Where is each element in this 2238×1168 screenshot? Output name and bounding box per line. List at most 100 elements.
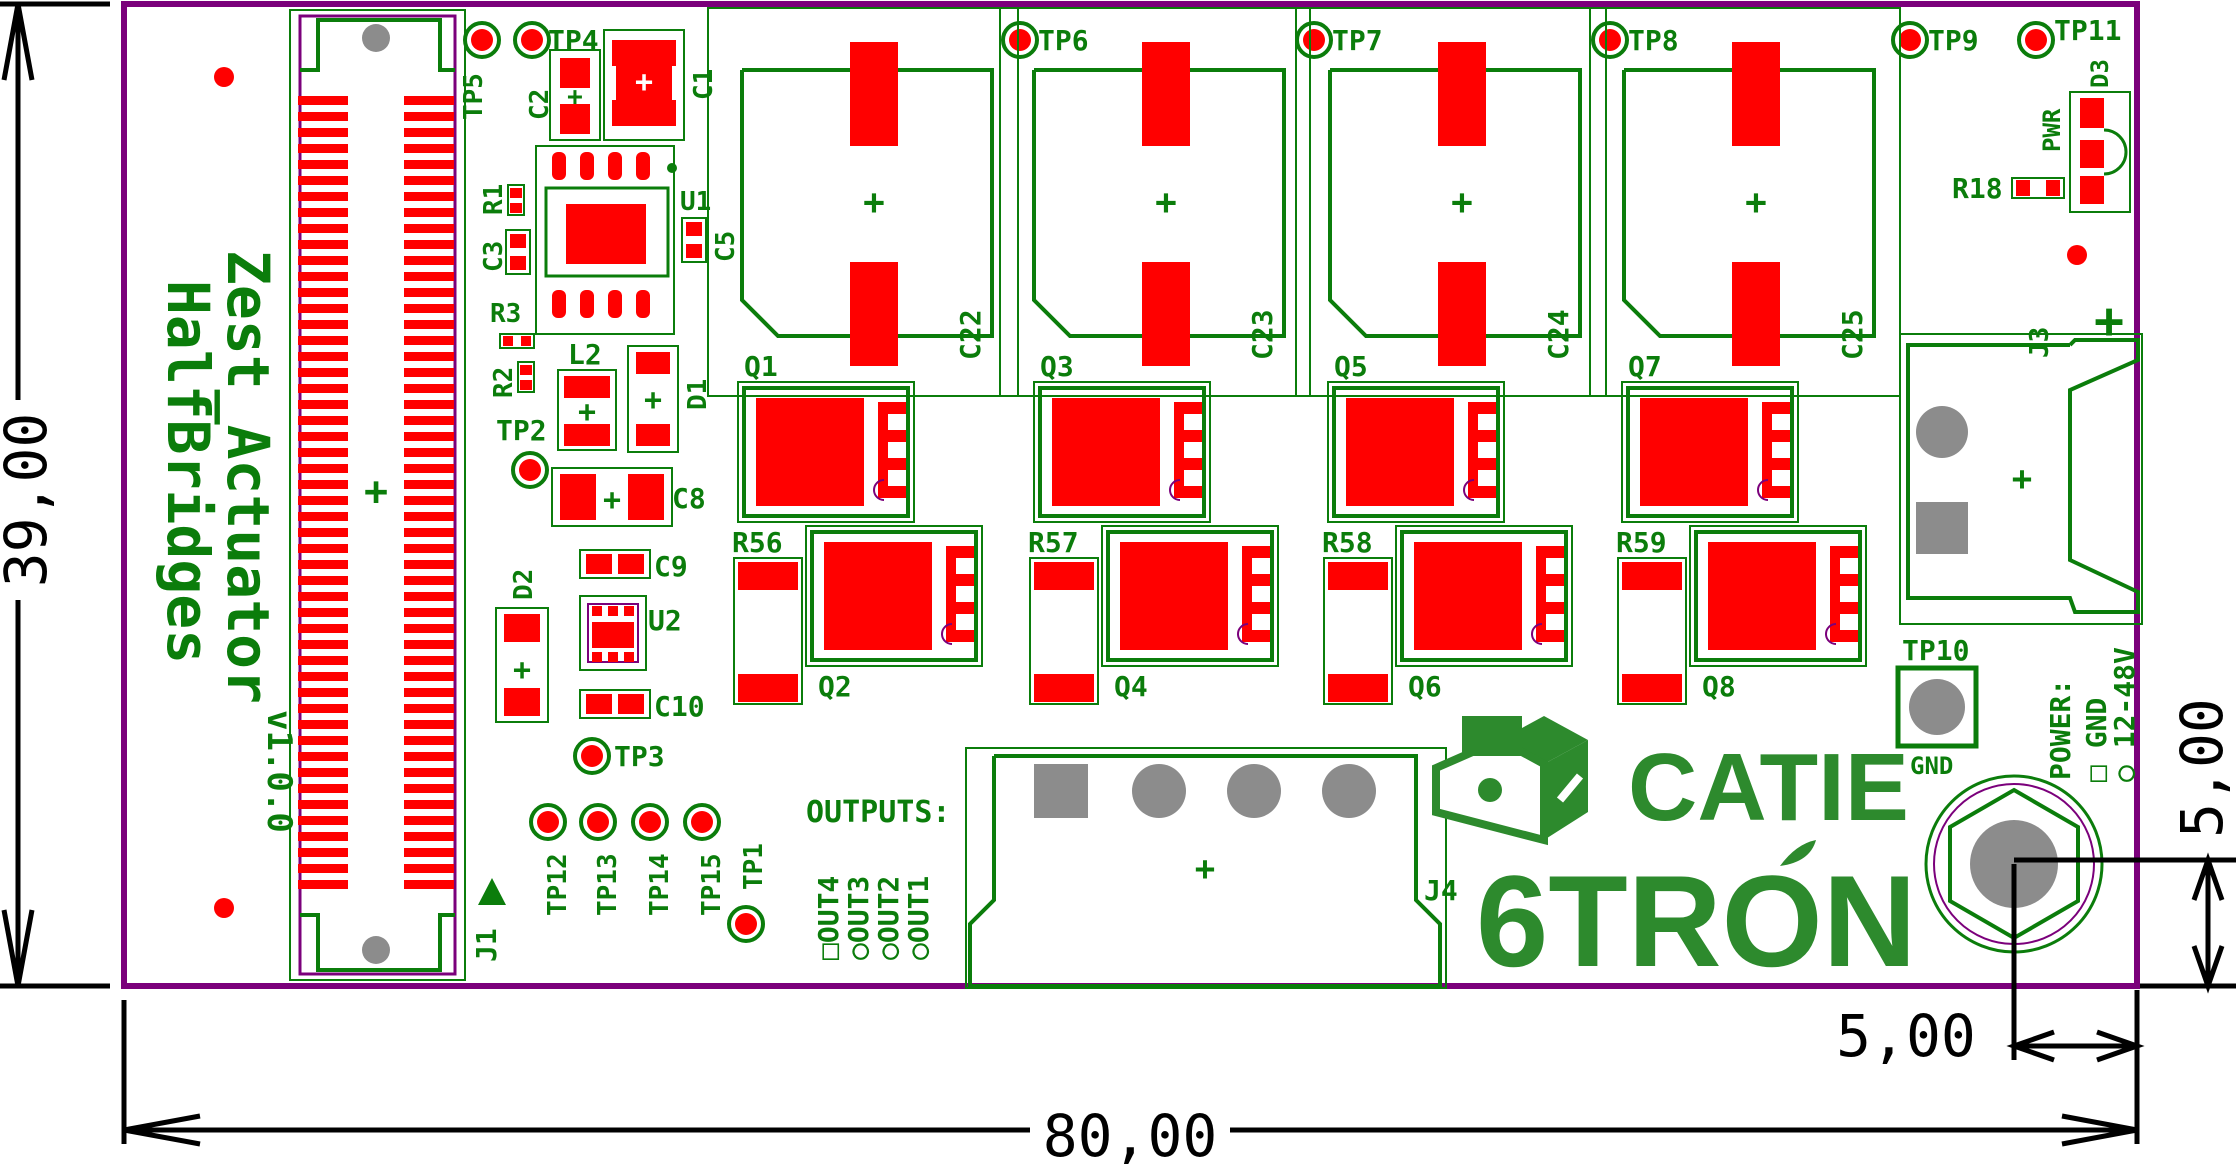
j1-pad xyxy=(404,592,454,601)
ref-q1: Q1 xyxy=(744,350,778,383)
capacitor-c1: + C1 xyxy=(603,29,719,141)
ref-j3: J3 xyxy=(2025,327,2055,358)
j1-pad xyxy=(404,560,454,569)
cap-pad xyxy=(1142,42,1190,146)
mosfet-pin xyxy=(1252,546,1270,558)
j1-pad xyxy=(298,768,348,777)
j1-pad xyxy=(404,704,454,713)
j1-pad xyxy=(298,464,348,473)
testpoint-pad xyxy=(587,811,609,833)
ref-tp10: TP10 xyxy=(1902,634,1969,667)
j1-pad xyxy=(404,144,454,153)
mosfet-pad xyxy=(824,542,932,650)
ref-tp5: TP5 xyxy=(459,73,489,120)
j1-pad xyxy=(298,224,348,233)
mosfet-pin-bar xyxy=(878,402,888,498)
gnd-label: GND xyxy=(1910,752,1953,780)
j1-pad xyxy=(404,96,454,105)
mosfet-pad xyxy=(1414,542,1522,650)
j1-pad xyxy=(404,768,454,777)
j1-pad xyxy=(404,496,454,505)
ref-tp8: TP8 xyxy=(1628,24,1679,57)
power-volt-label: ○ 12-48V xyxy=(2108,647,2141,782)
j1-pad xyxy=(298,176,348,185)
j1-pad xyxy=(404,224,454,233)
j1-pad xyxy=(404,288,454,297)
board-title: Zest_Actuator xyxy=(214,250,282,704)
j1-pad xyxy=(404,624,454,633)
logo-cube-icon xyxy=(1432,716,1588,846)
resistor-r2: R2 xyxy=(489,361,535,398)
testpoint-pad xyxy=(521,29,543,51)
j3-pin-square xyxy=(1916,502,1968,554)
ref-tp1: TP1 xyxy=(739,843,769,890)
j1-pad xyxy=(404,256,454,265)
inductor-l2: + L2 xyxy=(557,338,617,451)
board-subtitle: HalfBridges xyxy=(154,280,222,664)
j1-pad xyxy=(404,800,454,809)
testpoint-pad xyxy=(537,811,559,833)
resistor-pad xyxy=(738,562,798,590)
ref-tp13: TP13 xyxy=(593,853,623,916)
mosfet-pin-bar xyxy=(1830,546,1840,642)
cap-plus: + xyxy=(1451,182,1473,223)
mosfet-pin-bar xyxy=(1242,546,1252,642)
j3-pin-round xyxy=(1916,406,1968,458)
bulk-capacitors: +C22+C23+C24+C25 xyxy=(707,7,1901,397)
j1-pad xyxy=(298,432,348,441)
ref-q7: Q7 xyxy=(1628,350,1662,383)
logo-leaf xyxy=(1780,840,1816,866)
j1-pad xyxy=(298,672,348,681)
ref-tp12: TP12 xyxy=(543,853,573,916)
outputs-label: OUTPUTS: xyxy=(806,795,951,830)
j1-pad xyxy=(404,544,454,553)
ref-q8: Q8 xyxy=(1702,670,1736,703)
mosfet-pin xyxy=(1184,430,1202,442)
cap-pad xyxy=(1438,262,1486,366)
j1-pad xyxy=(298,608,348,617)
svg-text:+: + xyxy=(1195,849,1215,889)
dim-hole-x: 5,00 xyxy=(1836,1002,1976,1070)
mosfet-pin xyxy=(1252,574,1270,586)
pwr-label: PWR xyxy=(2038,108,2066,152)
j4-pin xyxy=(1132,764,1186,818)
j1-pad xyxy=(298,256,348,265)
ref-c25: C25 xyxy=(1836,309,1869,360)
j1-pad xyxy=(298,144,348,153)
power-label: POWER: xyxy=(2044,679,2077,780)
cap-pad xyxy=(1142,262,1190,366)
j1-pad xyxy=(404,240,454,249)
resistor-pad xyxy=(1328,674,1388,702)
mosfet-body xyxy=(1694,530,1862,662)
mosfet-pin xyxy=(1546,574,1564,586)
j1-pad xyxy=(298,336,348,345)
j1-mount-hole-bottom xyxy=(362,936,390,964)
mosfet-pin xyxy=(888,402,906,414)
ref-q3: Q3 xyxy=(1040,350,1074,383)
testpoint-tp6 xyxy=(1001,21,1039,59)
svg-text:+: + xyxy=(635,65,653,100)
ref-r58: R58 xyxy=(1322,526,1373,559)
j1-pad xyxy=(404,512,454,521)
output-label-1: □OUT4 xyxy=(812,876,845,960)
cap-pad xyxy=(1732,262,1780,366)
cap-pad xyxy=(1438,42,1486,146)
j1-pad xyxy=(404,176,454,185)
j4-pin xyxy=(1227,764,1281,818)
ic-u2: U2 xyxy=(579,595,682,671)
j1-pad xyxy=(298,688,348,697)
cap-plus: + xyxy=(863,182,885,223)
ref-q2: Q2 xyxy=(818,670,852,703)
j1-pad xyxy=(404,192,454,201)
connector-j4: + J4 xyxy=(965,747,1458,989)
mosfet-outline-q2 xyxy=(805,525,983,667)
j1-pad xyxy=(404,864,454,873)
mosfet-pad xyxy=(1052,398,1160,506)
mosfet-pin-bar xyxy=(1174,402,1184,498)
ref-tp2: TP2 xyxy=(496,414,547,447)
j1-plus-mark: + xyxy=(364,469,388,515)
j1-pad xyxy=(298,704,348,713)
capacitor-c8: + C8 xyxy=(551,467,706,527)
j1-pad xyxy=(404,384,454,393)
